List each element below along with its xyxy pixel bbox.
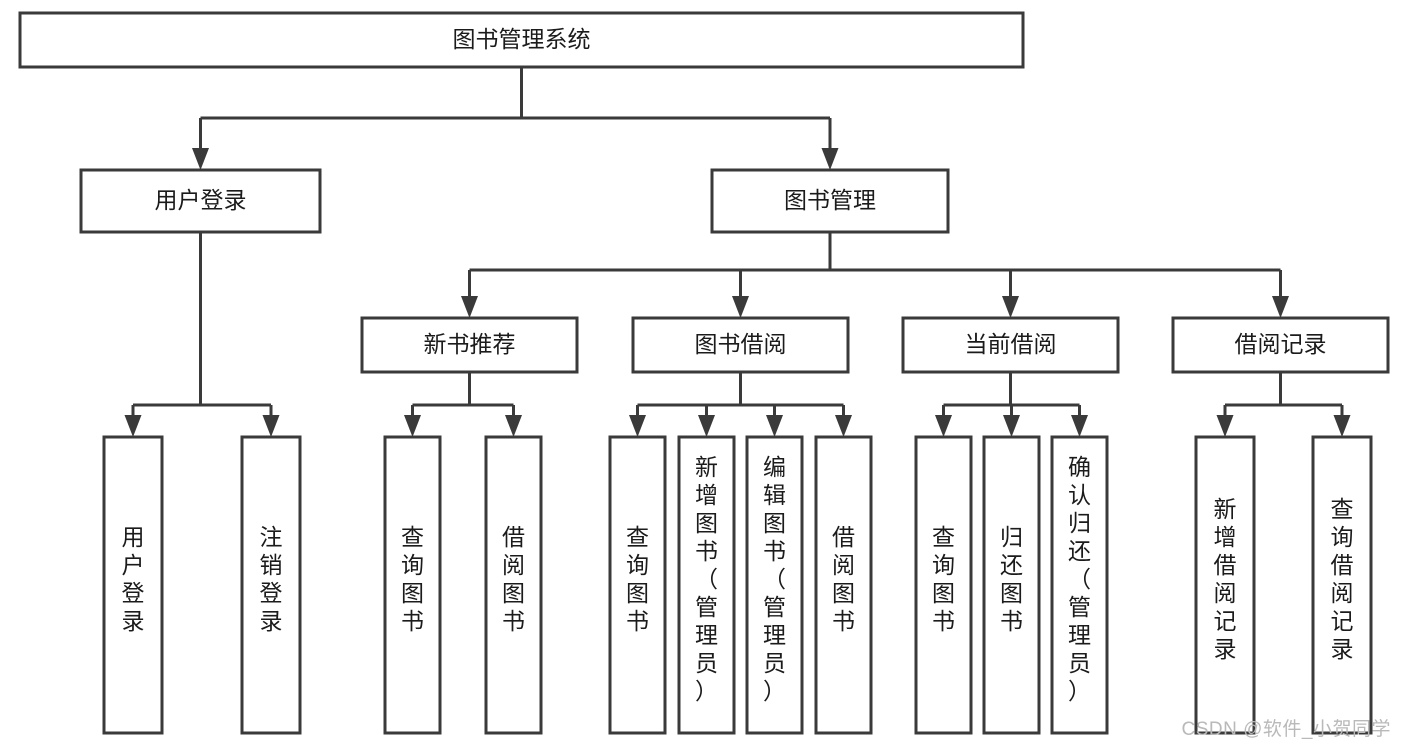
level3-node[interactable]: 当前借阅 [901,316,1120,374]
leaf-node-label: 确认归还（管理员） [1068,454,1091,704]
leaf-node-label: 查询图书 [932,524,955,634]
leaf-node-label: 查询借阅记录 [1331,496,1354,662]
level2-node-label: 图书管理 [784,187,876,213]
leaf-node[interactable]: 借阅图书 [484,435,543,735]
leaf-node-box[interactable] [914,435,973,735]
level2-node-box[interactable] [710,168,950,234]
level3-node-label: 当前借阅 [965,331,1057,357]
leaf-node-box[interactable] [240,435,302,735]
leaf-node-label: 注销登录 [260,524,283,634]
group-2-leaf-2-arrowhead [1071,415,1088,437]
group-3-leaf-0-arrowhead [1216,415,1234,437]
root-node[interactable]: 图书管理系统 [18,11,1025,69]
level3-node-box[interactable] [901,316,1120,374]
leaf-node-box[interactable] [1311,435,1373,735]
leaf-node[interactable]: 用户登录 [102,435,164,735]
leaf-node-label: 编辑图书（管理员） [763,454,786,704]
group-1-leaf-0-arrowhead [629,415,646,437]
level3-node-label: 图书借阅 [695,331,787,357]
mgmt-to-child-1-arrowhead [732,296,749,318]
level2-node-label: 用户登录 [155,187,247,213]
level2-node-box[interactable] [79,168,322,234]
root-to-child-0-arrowhead [192,148,209,170]
group-0-leaf-0-arrowhead [404,415,421,437]
leaf-node[interactable]: 确认归还（管理员） [1050,435,1109,735]
group-1-leaf-1-arrowhead [698,415,715,437]
leaf-node-box[interactable] [1050,435,1109,735]
level3-node[interactable]: 图书借阅 [631,316,850,374]
leaf-node-label: 查询图书 [626,524,649,634]
leaf-node-label: 借阅图书 [502,524,525,634]
leaf-node[interactable]: 归还图书 [982,435,1041,735]
group-1-leaf-3-arrowhead [835,415,852,437]
edges-layer [124,67,1351,437]
leaf-node[interactable]: 查询图书 [383,435,442,735]
leaf-node[interactable]: 查询图书 [914,435,973,735]
group-2-leaf-0-arrowhead [935,415,952,437]
root-node-box[interactable] [18,11,1025,69]
mgmt-to-child-2-arrowhead [1002,296,1019,318]
leaf-node[interactable]: 注销登录 [240,435,302,735]
leaf-node-box[interactable] [745,435,804,735]
leaf-node-box[interactable] [608,435,667,735]
level3-node-box[interactable] [360,316,579,374]
leaf-node[interactable]: 新增借阅记录 [1194,435,1256,735]
leaf-node-box[interactable] [484,435,543,735]
leaf-node-label: 归还图书 [1000,524,1023,634]
group-2-leaf-1-arrowhead [1003,415,1020,437]
leaf-node-box[interactable] [814,435,873,735]
level3-node-label: 新书推荐 [424,331,516,357]
leaf-node-box[interactable] [383,435,442,735]
leaf-node[interactable]: 编辑图书（管理员） [745,435,804,735]
root-node-label: 图书管理系统 [453,26,591,52]
leaf-node[interactable]: 查询图书 [608,435,667,735]
leaf-node-box[interactable] [102,435,164,735]
leaf-node[interactable]: 查询借阅记录 [1311,435,1373,735]
group-0-leaf-1-arrowhead [505,415,522,437]
mgmt-to-child-0-arrowhead [461,296,478,318]
group-3-leaf-1-arrowhead [1333,415,1351,437]
nodes-layer: 图书管理系统用户登录图书管理新书推荐图书借阅当前借阅借阅记录用户登录注销登录查询… [18,11,1390,735]
leaf-node-box[interactable] [1194,435,1256,735]
level3-node-label: 借阅记录 [1235,331,1327,357]
level3-node[interactable]: 新书推荐 [360,316,579,374]
group-1-leaf-2-arrowhead [766,415,783,437]
level3-node-box[interactable] [631,316,850,374]
level2-node[interactable]: 图书管理 [710,168,950,234]
mgmt-to-child-3-arrowhead [1272,296,1289,318]
leaf-node-box[interactable] [982,435,1041,735]
leaf-node-label: 新增借阅记录 [1214,496,1237,662]
login-to-leaf-0-arrowhead [124,415,142,437]
root-to-child-1-arrowhead [821,148,839,170]
level3-node[interactable]: 借阅记录 [1171,316,1390,374]
leaf-node-label: 新增图书（管理员） [695,454,718,704]
leaf-node-label: 查询图书 [401,524,424,634]
leaf-node[interactable]: 借阅图书 [814,435,873,735]
leaf-node[interactable]: 新增图书（管理员） [677,435,736,735]
login-to-leaf-1-arrowhead [262,415,280,437]
leaf-node-box[interactable] [677,435,736,735]
level2-node[interactable]: 用户登录 [79,168,322,234]
leaf-node-label: 用户登录 [122,524,145,634]
leaf-node-label: 借阅图书 [832,524,855,634]
level3-node-box[interactable] [1171,316,1390,374]
